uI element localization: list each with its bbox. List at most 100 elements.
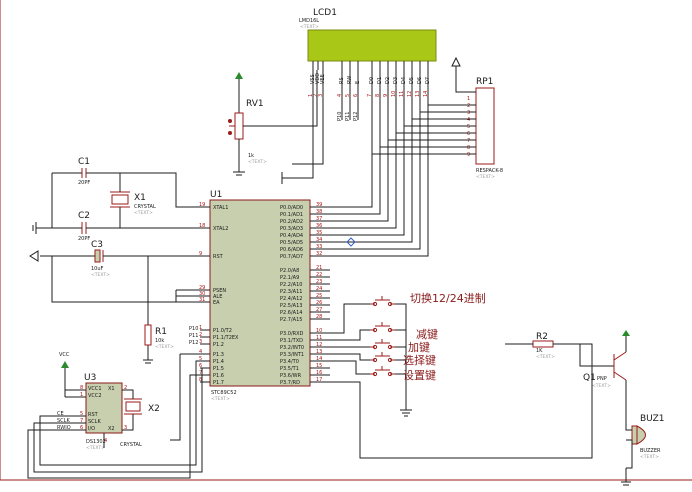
u1-pin-number: 10 [316,328,322,334]
p0-bus [330,70,476,257]
u1[interactable]: U1 STC89C52 <TEXT> XTAL119XTAL218RST9PSE… [189,190,330,402]
rp1-pin-number: 8 [467,145,470,151]
u1-pin-name: P1.5 [213,366,224,372]
u1-pin-number: 8 [199,377,202,383]
u1-ref: U1 [210,190,222,200]
lcd-pin-number: 13 [415,91,421,97]
u1-pin-name: PSEN [213,288,226,294]
u1-pin-number: 15 [316,363,322,369]
u1-pin-name: P1.1/T2EX [213,335,239,341]
u1-pin-number: 31 [199,297,205,303]
u3-pin-rst: RST [88,412,99,418]
u1-pin-number: 13 [316,349,322,355]
svg-text:2: 2 [124,385,127,391]
u1-pin-number: 28 [316,314,322,320]
c3[interactable]: C3 10uF <TEXT> [91,240,110,278]
u3-pin-sclk: SCLK [88,419,101,425]
rp1-text: <TEXT> [476,174,495,180]
buz1[interactable]: BUZ1 BUZZER <TEXT> [621,414,665,486]
select-button[interactable]: 选择键 [370,352,436,367]
u1-pin-name: P2.4/A12 [280,296,302,302]
q1-part: PNP [597,376,607,382]
u1-pin-number: 19 [199,202,205,208]
u3-pin-vcc2: VCC2 [88,393,102,399]
svg-text:5: 5 [80,411,83,417]
u1-pin-number: 27 [316,307,322,313]
buz1-ref: BUZ1 [640,414,665,424]
c2-value: 20PF [78,236,90,242]
lcd-pin-number: 8 [375,94,381,97]
rv1[interactable]: RV1 1k <TEXT> [228,70,318,176]
set-button[interactable]: 设置键 [370,366,436,382]
r1[interactable]: R1 10k <TEXT> [144,324,174,350]
rp1-pin-number: 4 [467,117,470,123]
lcd-pin-number: 11 [399,91,405,97]
rp1-pin-number: 9 [467,152,470,158]
q1[interactable]: Q1 PNP <TEXT> [583,330,630,424]
lcd-pin-number: 2 [313,94,319,97]
u1-pin-name: P1.0/T2 [213,328,232,334]
x1[interactable]: X1 CRYSTAL <TEXT> [110,191,156,216]
switch-12-24-button[interactable]: 切换12/24进制 [370,291,486,307]
u1-pin-name: P3.1/TXD [280,338,303,344]
lcd-pin-number: 3 [318,94,324,97]
power-arrow-icon [622,330,630,336]
c2[interactable]: C2 20PF [78,211,90,242]
minus-button[interactable]: 减键 [370,322,438,341]
u1-pin-number: 26 [316,300,322,306]
u1-pin-number: 2 [199,332,202,338]
x2[interactable]: X2 CRYSTAL [120,389,160,448]
x2-part: CRYSTAL [120,442,142,448]
u1-pin-name: P1.6 [213,373,224,379]
buz1-part: BUZZER [640,448,661,454]
u3[interactable]: U3 VCC VCC1 VCC2 RST SCLK I/O X1 X2 8 1 … [57,352,127,451]
lcd1-text: <TEXT> [300,24,319,30]
p12-label: P12 [189,340,198,346]
lcd-pin-number: 10 [391,91,397,97]
u1-pin-number: 18 [199,223,205,229]
rv1-ref: RV1 [246,99,264,109]
u1-pin-name: P2.2/A10 [280,282,302,288]
c3-text: <TEXT> [91,272,110,278]
svg-text:6: 6 [80,425,83,431]
r2-text: <TEXT> [536,354,555,360]
lcd-pin-number: 9 [383,94,389,97]
c1[interactable]: C1 20PF [78,157,90,186]
u1-pin-name: P3.3/INT1 [280,352,304,358]
rv1-value: 1k [248,153,254,159]
u1-pin-number: 24 [316,286,322,292]
u1-pin-number: 5 [199,356,202,362]
u1-pin-name: P2.3/A11 [280,289,302,295]
lcd-pin-number: 4 [337,94,343,97]
rp1-pin-number: 1 [467,96,470,102]
rp1-pin-number: 7 [467,138,470,144]
u1-pin-number: 17 [316,377,322,383]
u1-pin-number: 4 [199,349,202,355]
lcd-pin-number: 6 [353,94,359,97]
u1-pin-name: P2.5/A13 [280,303,302,309]
x1-ref: X1 [134,193,146,203]
u1-pin-number: 22 [316,272,322,278]
u1-pin-number: 23 [316,279,322,285]
buzzer-drive-wire [330,343,593,459]
u1-pin-name: P0.4/AD4 [280,233,303,239]
svg-text:8: 8 [80,385,83,391]
u1-text: <TEXT> [211,396,230,402]
u1-pin-number: 16 [316,370,322,376]
rp1-body [475,87,495,165]
u1-pin-number: 14 [316,356,322,362]
u1-pin-number: 39 [316,202,322,208]
u1-pin-number: 12 [316,342,322,348]
u1-pin-number: 33 [316,244,322,250]
lcd1[interactable]: LCD1 LMD16L <TEXT> VSS1VDD2VEE3RS4RW5E6D… [299,8,437,97]
u1-pin-number: 38 [316,209,322,215]
u3-sig-ce: CE [57,411,64,417]
plus-button[interactable]: 加键 [370,339,430,354]
r2[interactable]: R2 1K <TEXT> [505,332,614,367]
x1-part: CRYSTAL [134,204,156,210]
r1-ref: R1 [155,327,167,337]
rv1-body [234,112,244,140]
u1-pin-name: P2.7/A15 [280,317,302,323]
rp1-ref: RP1 [476,77,493,87]
lcd-ctrl-label-rw: P11 [345,112,351,121]
